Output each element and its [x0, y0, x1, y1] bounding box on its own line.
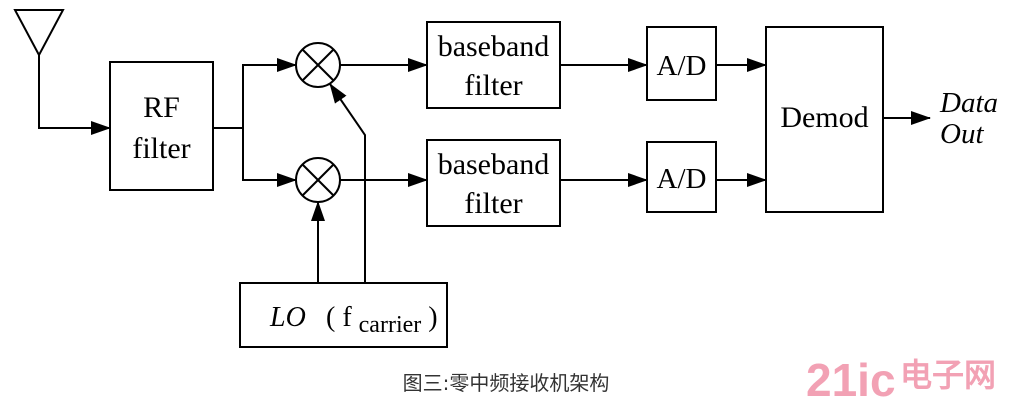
bottom-baseband-filter-label-line1: baseband — [438, 148, 550, 181]
local-oscillator-block: LO ( f carrier ) — [239, 282, 448, 348]
watermark-logo: 21ic 电子网 — [806, 354, 996, 402]
top-baseband-filter-block: baseband filter — [426, 21, 561, 109]
top-baseband-filter-label-line2: filter — [464, 69, 522, 102]
lo-label: LO ( f carrier ) — [269, 302, 438, 339]
multiply-icon — [302, 49, 334, 81]
top-adc-block: A/D — [646, 26, 717, 101]
output-label-line2: Out — [940, 118, 984, 150]
demod-block: Demod — [765, 26, 884, 213]
lo-name: LO — [269, 302, 306, 333]
watermark-site: 电子网 — [900, 357, 996, 393]
lo-open-paren: ( — [326, 302, 335, 333]
demod-label: Demod — [780, 101, 868, 134]
rf-filter-label-line1: RF — [143, 91, 180, 124]
multiply-icon — [302, 164, 334, 196]
top-mixer — [295, 42, 341, 88]
top-adc-label: A/D — [657, 50, 707, 82]
bottom-baseband-filter-block: baseband filter — [426, 139, 561, 227]
arrow-antenna-to-rf-filter — [38, 55, 111, 135]
watermark-brand: 21ic — [806, 354, 896, 402]
bottom-adc-label: A/D — [657, 163, 707, 195]
top-baseband-filter-label-line1: baseband — [438, 30, 550, 63]
bottom-mixer — [295, 157, 341, 203]
bottom-baseband-filter-label-line2: filter — [464, 187, 522, 220]
lo-freq-symbol: f — [342, 302, 352, 333]
output-label-line1: Data — [939, 87, 998, 119]
arrow-lo-to-top-mixer — [329, 83, 366, 283]
rf-filter-label-line2: filter — [132, 132, 190, 165]
lo-freq-subscript: carrier — [359, 312, 422, 338]
rf-filter-block: RF filter — [109, 61, 214, 191]
antenna-icon — [13, 9, 65, 58]
lo-close-paren: ) — [428, 302, 437, 333]
bottom-adc-block: A/D — [646, 141, 717, 213]
figure-caption: 图三:零中频接收机架构 — [403, 371, 610, 395]
